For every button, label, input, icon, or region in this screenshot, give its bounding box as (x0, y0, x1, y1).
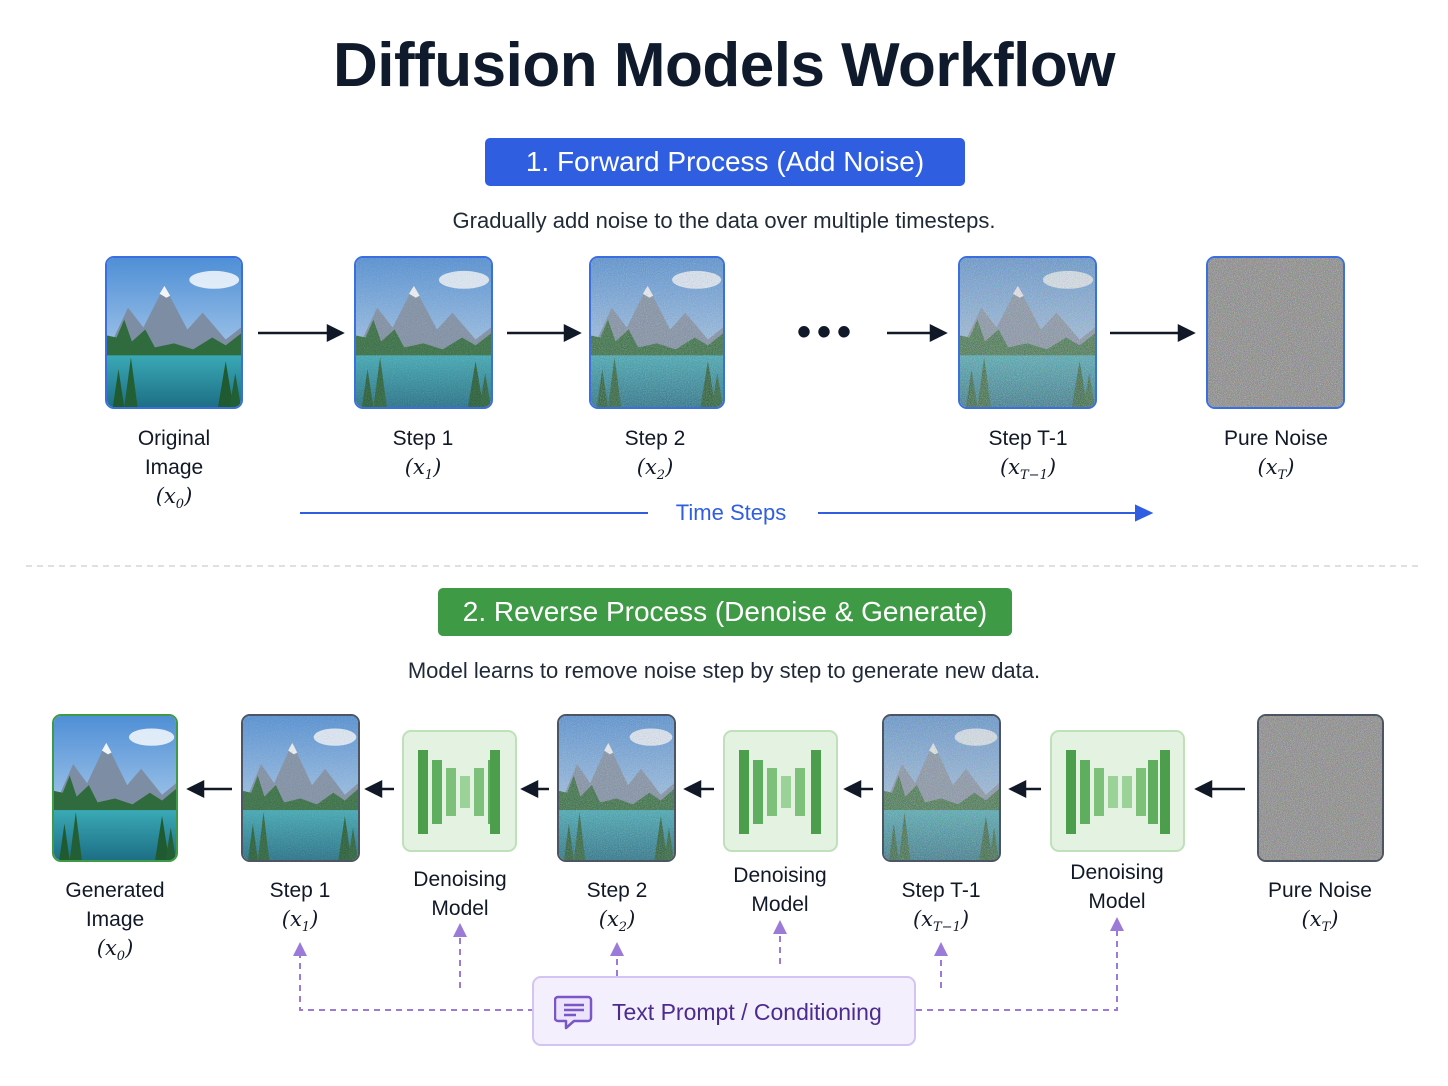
forward-label-original: Original Image (x0) (94, 424, 254, 519)
denoising-model-box-2 (723, 730, 838, 852)
arrow-right-icon (1177, 323, 1196, 343)
reverse-tile-step1 (241, 714, 360, 862)
forward-tile-pure-noise (1206, 256, 1345, 409)
neural-network-icon (418, 750, 500, 834)
reverse-label-step2: Step 2 (x2) (586, 879, 648, 936)
denoising-model-box-1 (402, 730, 517, 852)
forward-tile-step-t-1 (958, 256, 1097, 409)
chat-bubble-icon (554, 995, 593, 1030)
forward-label-step1: Step 1 (x1) (392, 427, 454, 484)
denoising-model-label-1: Denoising Model (413, 868, 507, 920)
reverse-tile-step-t-1 (882, 714, 1001, 862)
arrow-left-icon (843, 779, 862, 799)
neural-network-icon (1066, 750, 1170, 834)
arrow-left-icon (1194, 779, 1213, 799)
reverse-tile-pure-noise (1257, 714, 1384, 862)
arrow-left-icon (683, 779, 702, 799)
reverse-label-step1: Step 1 (x1) (269, 879, 331, 936)
arrow-right-icon (563, 323, 582, 343)
reverse-label-step-t-1: Step T-1 (xT−1) (901, 879, 981, 936)
forward-arrows (26, 323, 1422, 567)
reverse-description: Model learns to remove noise step by ste… (407, 658, 1041, 683)
denoising-model-label-3: Denoising Model (1070, 861, 1164, 913)
forward-process-banner: 1. Forward Process (Add Noise) (485, 138, 965, 186)
forward-var-0: (x0) (155, 484, 193, 513)
timeline-arrow (300, 504, 1154, 522)
arrow-right-icon (326, 323, 345, 343)
arrow-left-icon (364, 779, 383, 799)
forward-tile-original (105, 256, 243, 409)
forward-tile-step1 (354, 256, 493, 409)
forward-label-step2: Step 2 (x2) (624, 427, 686, 484)
forward-description: Gradually add noise to the data over mul… (452, 208, 996, 233)
denoising-model-label-2: Denoising Model (733, 864, 827, 916)
denoising-model-box-3 (1050, 730, 1185, 852)
text-prompt-conditioning-box: Text Prompt / Conditioning (532, 976, 916, 1046)
arrow-left-icon (520, 779, 539, 799)
reverse-label-generated: Generated Image (x0) (65, 879, 165, 965)
arrow-left-icon (186, 779, 205, 799)
arrow-right-icon (929, 323, 948, 343)
conditioning-lines (299, 930, 1118, 1011)
reverse-tile-step2 (557, 714, 676, 862)
timeline-label: Time Steps (675, 500, 787, 525)
forward-label-pure-noise: Pure Noise (xT) (1224, 427, 1328, 484)
neural-network-icon (739, 750, 821, 834)
reverse-process-banner: 2. Reverse Process (Denoise & Generate) (438, 588, 1012, 636)
conditioning-label: Text Prompt / Conditioning (612, 999, 882, 1025)
reverse-tile-generated (52, 714, 178, 862)
ellipsis: ••• (797, 310, 858, 354)
reverse-label-pure-noise: Pure Noise (xT) (1268, 879, 1372, 936)
page-title: Diffusion Models Workflow (333, 31, 1116, 100)
forward-tile-step2 (589, 256, 725, 409)
arrow-left-icon (1008, 779, 1027, 799)
forward-label-step-t-1: Step T-1 (xT−1) (988, 427, 1068, 484)
